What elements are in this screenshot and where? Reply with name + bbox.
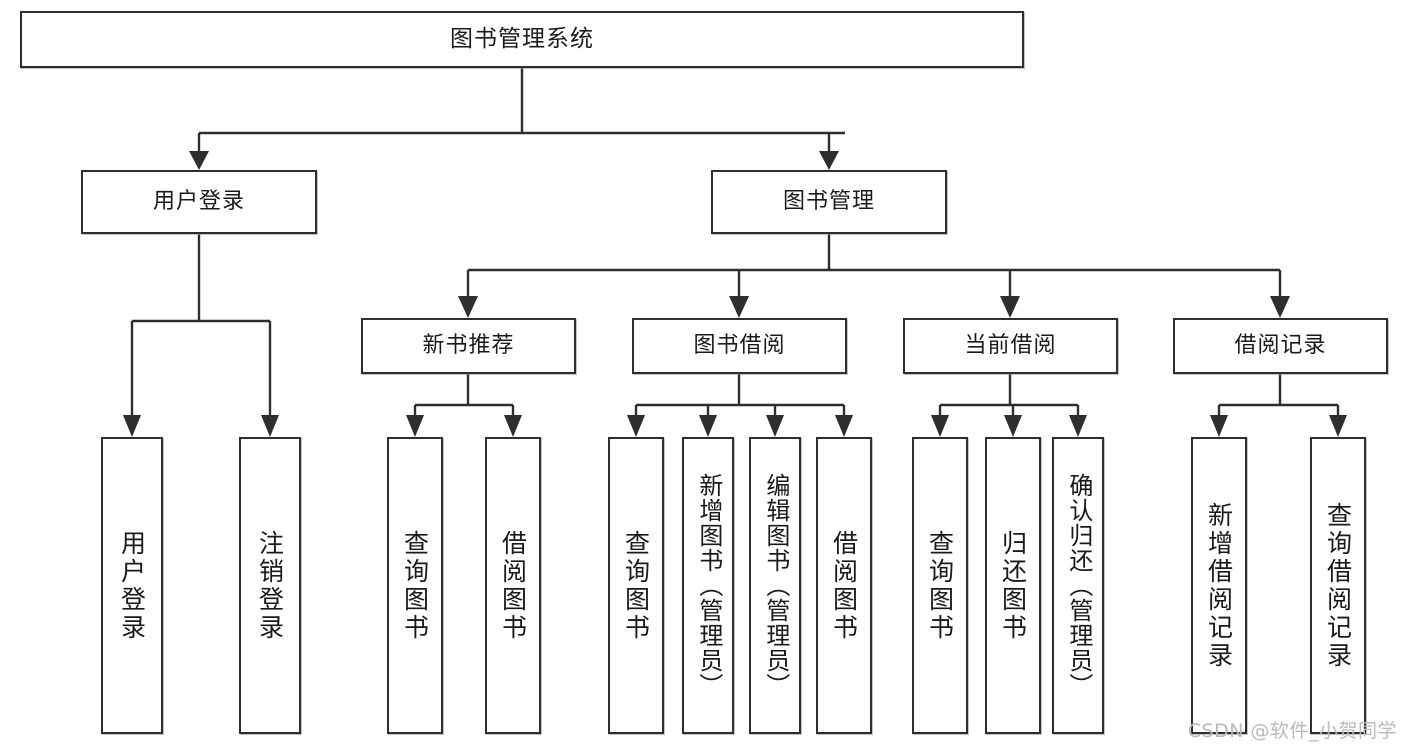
node-borrow-record[interactable]: 借阅记录: [1173, 318, 1388, 374]
leaf-user-login[interactable]: 用户登录: [101, 437, 163, 734]
leaf-add-borrow-record[interactable]: 新增借阅记录: [1191, 437, 1247, 734]
node-book-borrow[interactable]: 图书借阅: [632, 318, 847, 374]
edge-root-to-level2: [189, 68, 845, 170]
leaf-borrow-book-under-recommend[interactable]: 借阅图书: [485, 437, 541, 734]
node-book-management[interactable]: 图书管理: [711, 170, 947, 234]
leaf-add-book-admin[interactable]: 新增图书（管理员）: [682, 437, 734, 734]
node-root-book-management-system[interactable]: 图书管理系统: [20, 11, 1024, 68]
node-user-login[interactable]: 用户登录: [81, 170, 317, 234]
leaf-query-borrow-record[interactable]: 查询借阅记录: [1310, 437, 1366, 734]
leaf-return-book[interactable]: 归还图书: [985, 437, 1041, 734]
node-new-book-recommend[interactable]: 新书推荐: [361, 318, 576, 374]
leaf-edit-book-admin[interactable]: 编辑图书（管理员）: [749, 437, 801, 734]
leaf-borrow-book[interactable]: 借阅图书: [816, 437, 872, 734]
edge-borrow-record-to-leaves: [1210, 374, 1347, 437]
edge-book-manage-to-level3: [458, 234, 1290, 318]
node-current-borrow[interactable]: 当前借阅: [903, 318, 1118, 374]
edge-new-book-recommend-to-leaves: [406, 374, 522, 437]
edge-current-borrow-to-leaves: [931, 374, 1087, 437]
leaf-query-book-under-recommend[interactable]: 查询图书: [387, 437, 443, 734]
edge-user-login-to-leaves: [123, 234, 279, 437]
leaf-logout-login[interactable]: 注销登录: [239, 437, 301, 734]
edge-book-borrow-to-leaves: [627, 374, 853, 437]
leaf-confirm-return-admin[interactable]: 确认归还（管理员）: [1052, 437, 1104, 734]
csdn-watermark: CSDN @软件_小贺同学: [1187, 720, 1397, 742]
leaf-query-book-under-borrow[interactable]: 查询图书: [608, 437, 664, 734]
leaf-query-book-under-current[interactable]: 查询图书: [912, 437, 968, 734]
